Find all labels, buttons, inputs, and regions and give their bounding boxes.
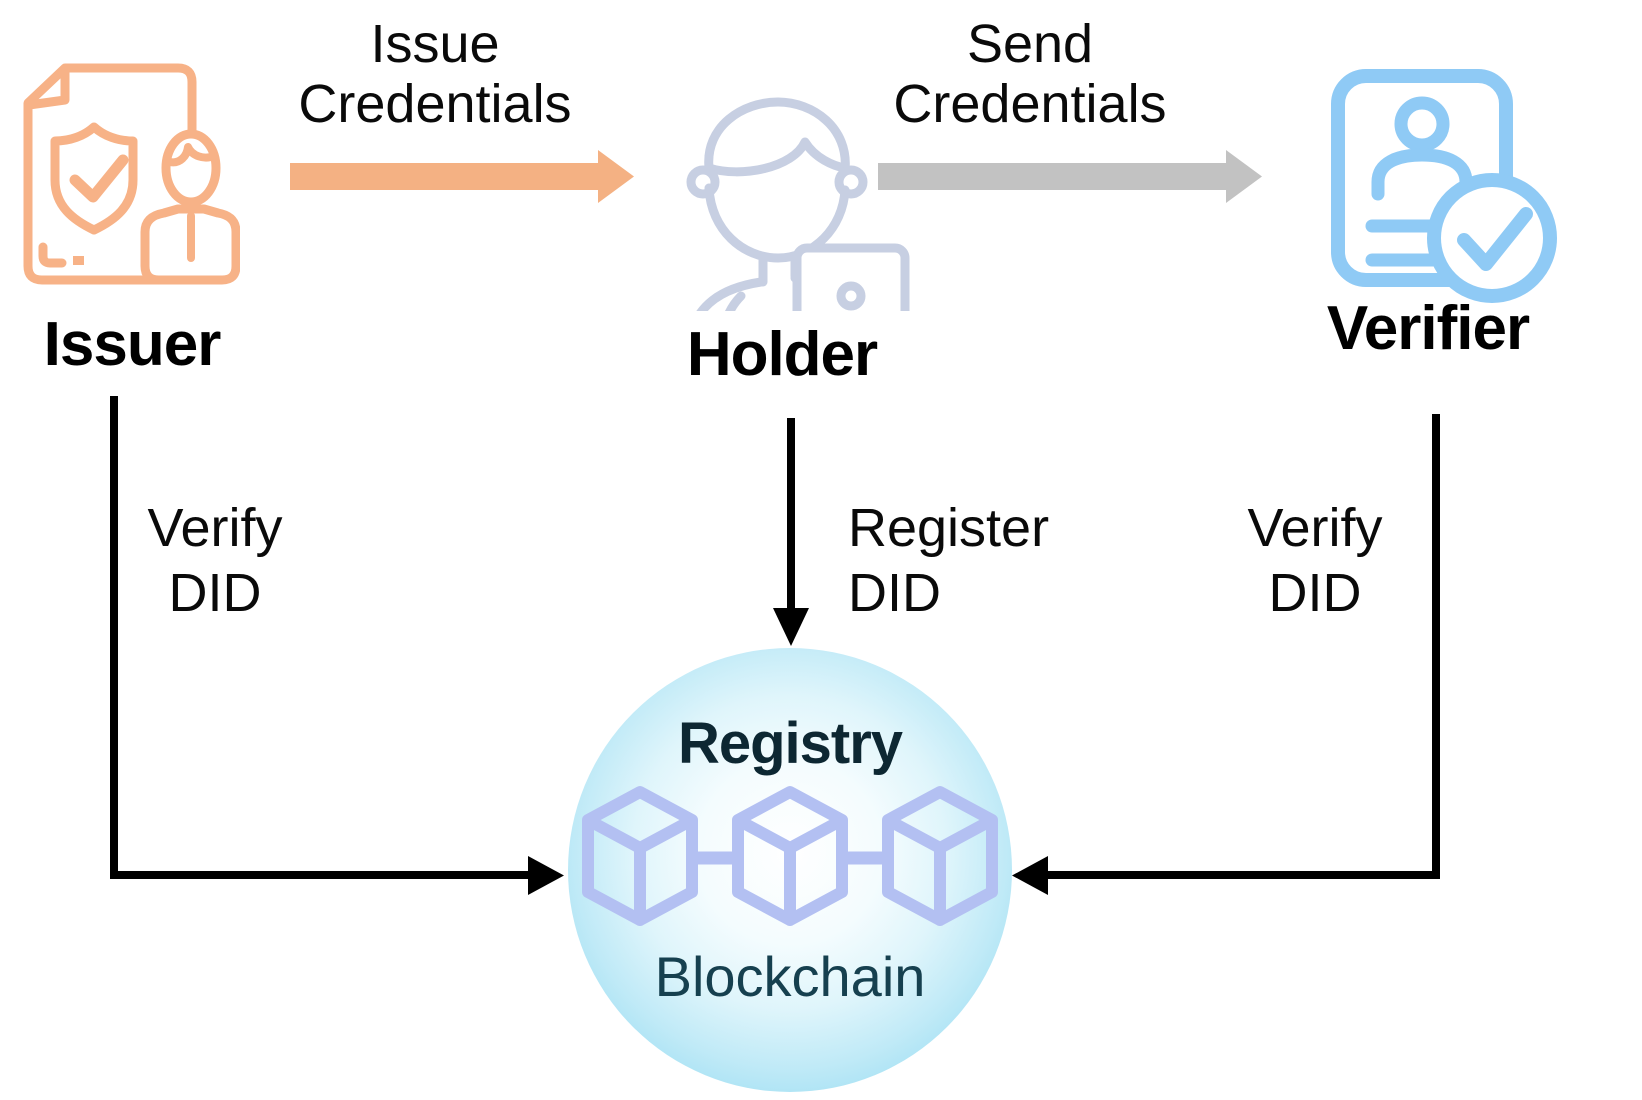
register-did-label: Register DID (848, 496, 1128, 626)
issuer-label: Issuer (43, 310, 222, 379)
person-head (161, 129, 221, 207)
register-did-line1: Register (848, 498, 1050, 558)
verifier-to-registry-arrowhead (1012, 856, 1048, 895)
verifier-to-registry-line (1048, 414, 1440, 879)
hair-swoosh (704, 137, 850, 177)
holder-label: Holder (686, 320, 878, 389)
card-person-shoulders (1371, 148, 1473, 201)
right-ear (834, 165, 868, 199)
verify-did-right-label: Verify DID (1210, 496, 1420, 626)
send-credentials-line1: Send (966, 14, 1094, 74)
left-ear (686, 165, 720, 199)
verify-did-right-line2: DID (1268, 562, 1362, 623)
face-jaw (704, 183, 850, 263)
holder-person-laptop-icon (686, 97, 910, 311)
issue-credentials-line2: Credentials (298, 74, 572, 135)
verifier-id-card-check-icon (1331, 69, 1557, 303)
verify-did-left-label: Verify DID (110, 496, 320, 626)
laptop-screen (792, 243, 910, 311)
signature-dot (73, 256, 84, 265)
issuer-document-shield-user-icon (23, 63, 240, 285)
laptop-logo (836, 281, 866, 311)
cube-1 (582, 786, 698, 926)
issuer-to-registry-line (110, 396, 528, 879)
check-circle (1427, 173, 1557, 303)
send-credentials-line2: Credentials (893, 74, 1167, 135)
head-top (704, 97, 850, 175)
person-hair (166, 143, 218, 167)
verify-did-left-line2: DID (168, 562, 262, 623)
document-fold (24, 65, 70, 110)
card-person-head (1394, 96, 1450, 152)
check-mark (1457, 207, 1533, 271)
register-did-line2: DID (848, 562, 941, 623)
shield-check (69, 154, 129, 203)
shoulder-arm (696, 277, 766, 311)
blockchain-label: Blockchain (654, 945, 926, 1008)
registry-blockchain-node: Registry Blockchain (568, 648, 1012, 1092)
holder-to-registry-arrowhead (773, 608, 809, 646)
cube-3 (882, 786, 998, 926)
issue-credentials-arrow (290, 150, 634, 203)
send-credentials-arrow (878, 150, 1262, 203)
registry-title: Registry (677, 711, 903, 776)
arm-inner (725, 291, 746, 311)
verify-did-right-line1: Verify (1247, 498, 1383, 558)
verifier-label: Verifier (1326, 294, 1530, 363)
shield (50, 122, 138, 235)
send-credentials-label: Send Credentials (860, 14, 1200, 135)
issue-credentials-line1: Issue (370, 14, 500, 74)
signature-mark (38, 242, 67, 268)
blockchain-cubes-icon (582, 786, 998, 926)
issuer-to-registry-arrowhead (528, 856, 564, 895)
verify-did-left-line1: Verify (147, 498, 283, 558)
issue-credentials-label: Issue Credentials (260, 14, 610, 135)
cube-2 (732, 786, 848, 926)
